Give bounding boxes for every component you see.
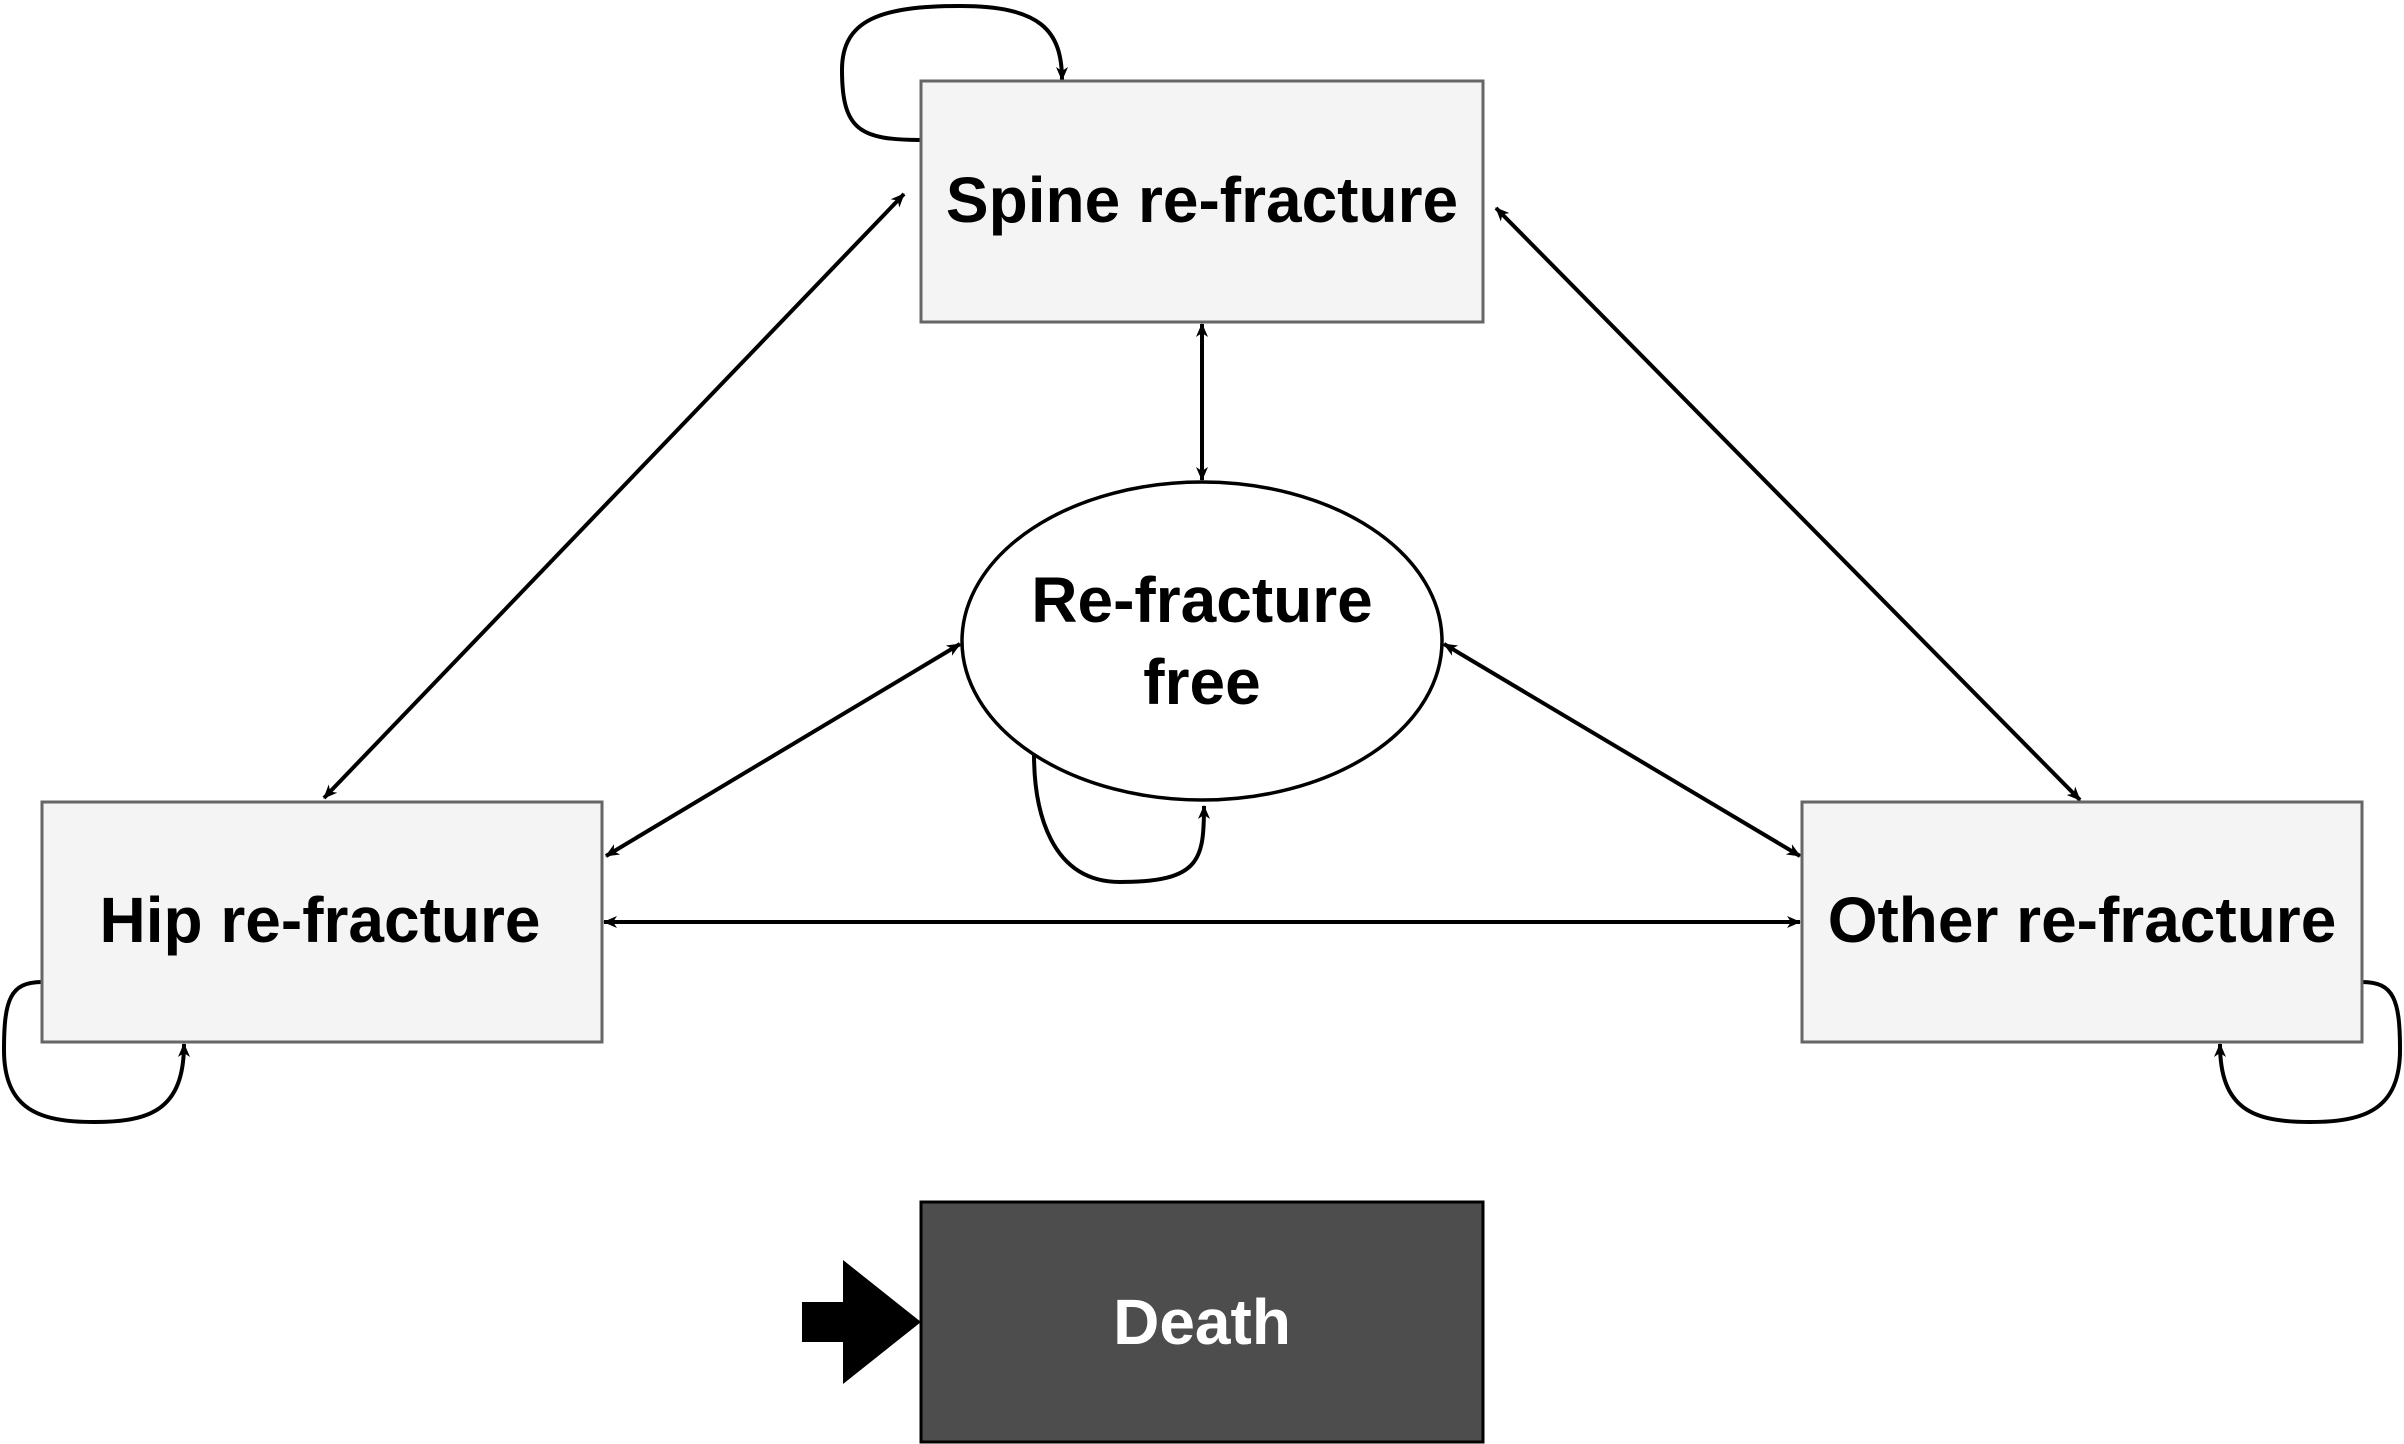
edge-free-hip xyxy=(604,642,962,858)
node-death-box xyxy=(919,1200,1485,1444)
self-loop-spine xyxy=(839,3,1068,142)
node-death-label: Death xyxy=(1113,1286,1291,1358)
self-loop-hip xyxy=(1,980,190,1125)
node-hip-refracture: Hip re-fracture xyxy=(40,800,604,1044)
node-spine-refracture: Spine re-fracture xyxy=(919,79,1485,324)
self-loop-free xyxy=(1032,753,1210,885)
self-loop-other xyxy=(2214,980,2403,1125)
node-spine-box xyxy=(919,79,1485,324)
node-hip-label: Hip re-fracture xyxy=(100,884,541,956)
node-death: Death xyxy=(802,1200,1485,1444)
node-free-ellipse xyxy=(960,480,1444,802)
node-free-label-line2: free xyxy=(1143,646,1260,718)
node-other-box xyxy=(1800,800,2364,1044)
edge-spine-hip xyxy=(322,192,906,800)
death-entry-arrow xyxy=(802,1260,921,1384)
edges xyxy=(1,3,2403,1125)
node-spine-label: Spine re-fracture xyxy=(946,164,1458,236)
node-free-label-line1: Re-fracture xyxy=(1031,564,1372,636)
node-hip-box xyxy=(40,800,604,1044)
node-other-label: Other re-fracture xyxy=(1828,884,2337,956)
node-refracture-free: Re-fracture free xyxy=(960,480,1444,802)
edge-free-other xyxy=(1442,642,1802,858)
node-other-refracture: Other re-fracture xyxy=(1800,800,2364,1044)
edge-spine-other xyxy=(1494,206,2082,802)
